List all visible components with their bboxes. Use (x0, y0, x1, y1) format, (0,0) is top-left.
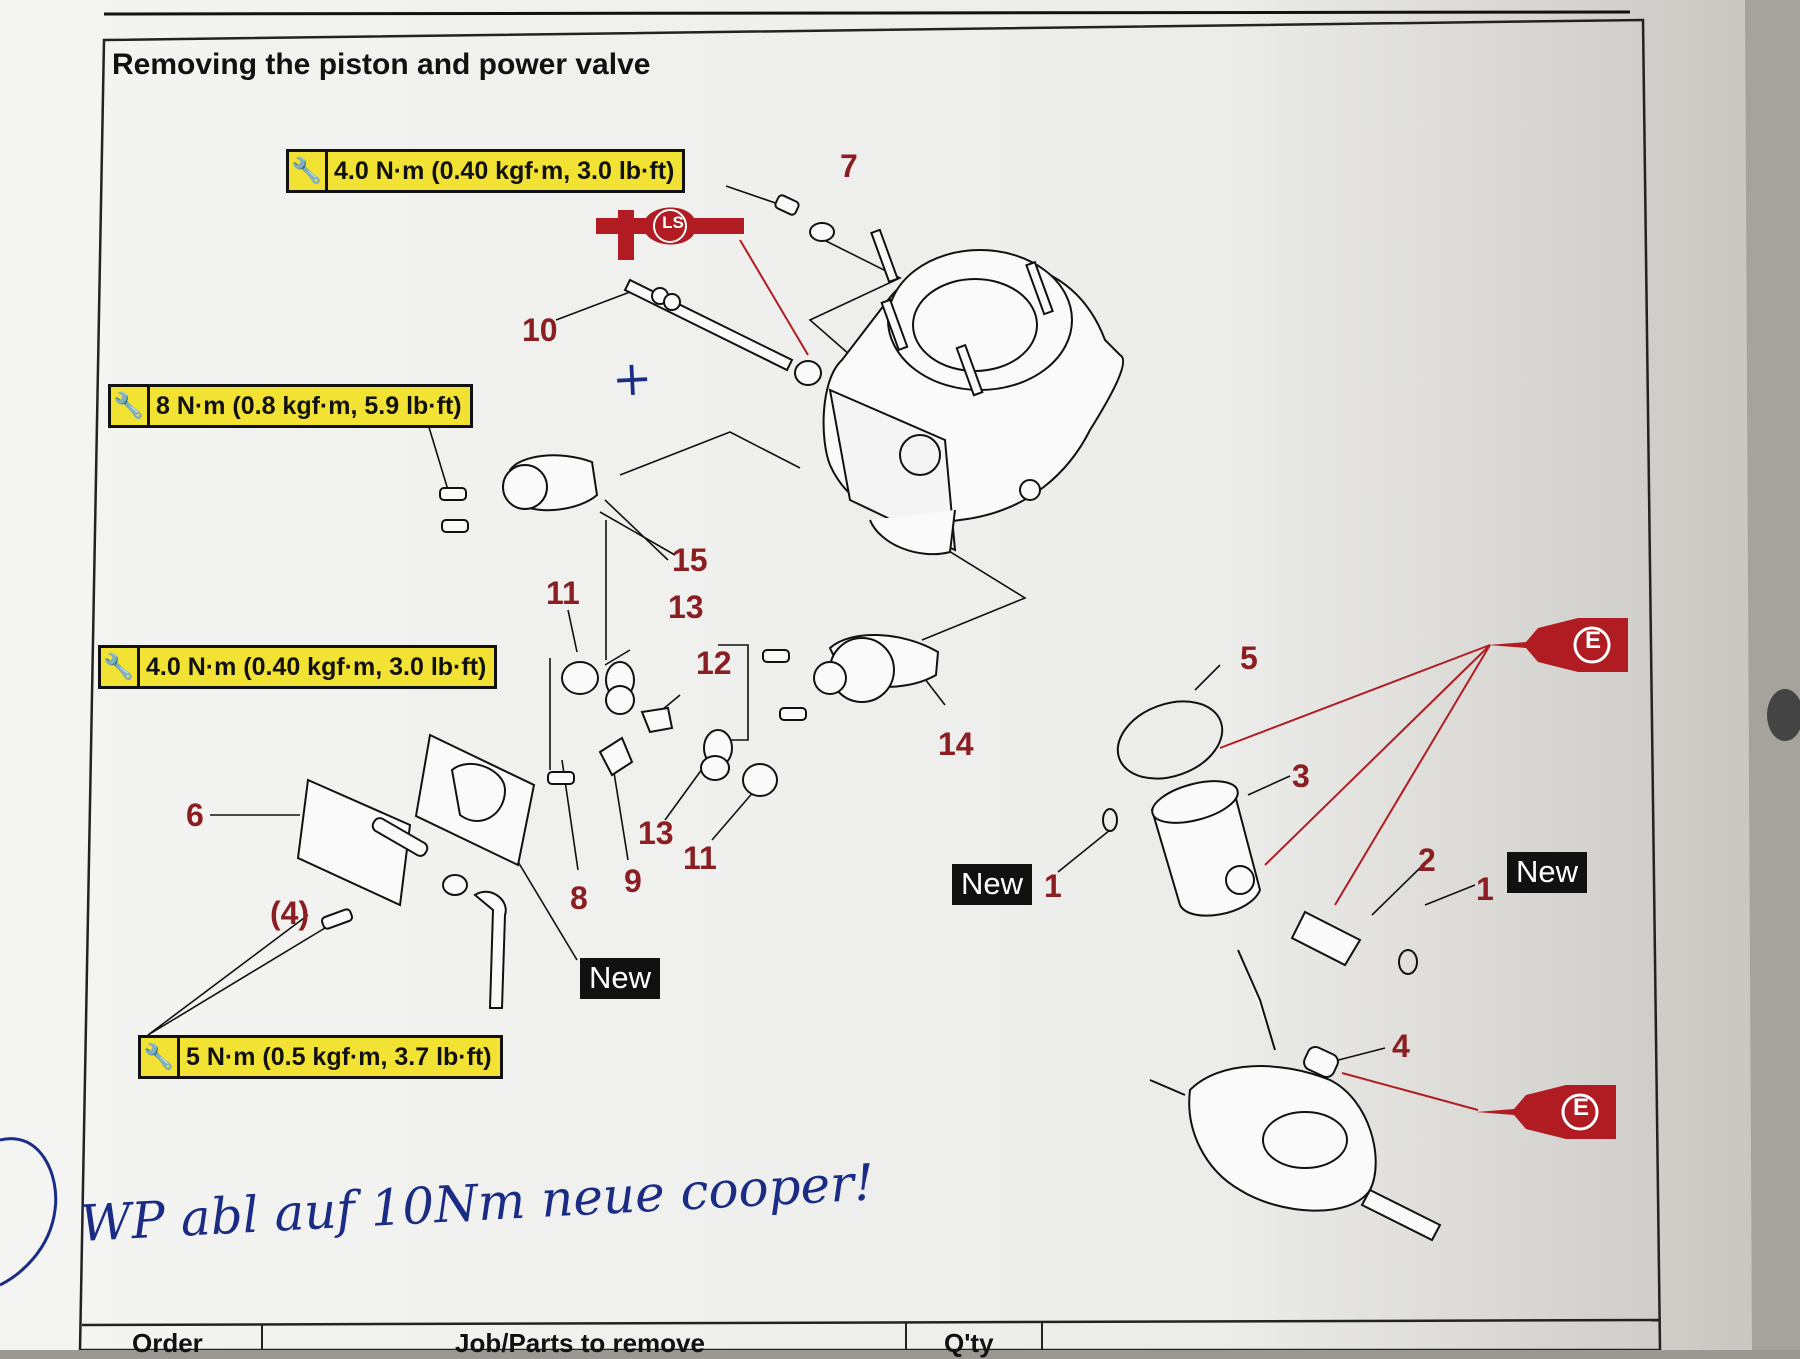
ink-circle (0, 1137, 58, 1287)
callout-13-upper: 13 (668, 589, 704, 625)
handwritten-mark: + (610, 349, 654, 408)
diagram-frame (78, 18, 1662, 1350)
small-parts (547, 661, 778, 797)
new-tag-gasket: New (580, 958, 661, 999)
table-header-order: Order (132, 1328, 203, 1358)
callout-8: 8 (570, 880, 588, 916)
e-symbol-text-upper: E (1584, 627, 1601, 654)
wrench-icon: 🔧 (111, 387, 150, 425)
callout-11-lower: 11 (683, 840, 717, 876)
wrench-icon: 🔧 (101, 648, 140, 686)
callout-11-upper: 11 (546, 575, 580, 611)
wrench-icon: 🔧 (141, 1038, 180, 1076)
cover-plate (296, 733, 536, 1009)
callout-7: 7 (840, 148, 858, 184)
callout-5: 5 (1240, 640, 1258, 676)
callout-4-paren: (4) (270, 895, 310, 931)
torque-spec-15: 🔧 8 N·m (0.8 kgf·m, 5.9 lb·ft) (108, 384, 473, 428)
callout-14: 14 (938, 726, 974, 762)
engine-oil-symbol-upper (1488, 618, 1628, 672)
binder-hole (1767, 689, 1800, 741)
new-tag-clip-right: New (1507, 852, 1588, 893)
power-valve-shaft (623, 278, 822, 386)
callout-1-left: 1 (1044, 868, 1062, 904)
callout-1-right: 1 (1476, 871, 1494, 907)
callout-9: 9 (624, 863, 642, 899)
callout-2: 2 (1418, 842, 1436, 878)
table-header-qty: Q'ty (944, 1328, 994, 1358)
torque-spec-8: 🔧 4.0 N·m (0.40 kgf·m, 3.0 lb·ft) (98, 645, 498, 689)
new-tag-clip-left: New (952, 864, 1033, 905)
top-rule (103, 10, 1631, 16)
e-symbol-text-lower: E (1572, 1094, 1589, 1121)
callout-10: 10 (522, 312, 558, 348)
callout-12: 12 (696, 645, 732, 681)
callout-3: 3 (1292, 758, 1310, 794)
bolt-7 (774, 194, 835, 242)
table-top-rule (81, 1318, 1661, 1327)
table-header-job: Job/Parts to remove (455, 1328, 705, 1358)
power-valve-housing (439, 454, 599, 533)
piston-assembly (1102, 700, 1442, 1242)
cylinder-drawing (822, 228, 1125, 556)
lube-leaders (739, 239, 1491, 1111)
torque-spec-4: 🔧 5 N·m (0.5 kgf·m, 3.7 lb·ft) (138, 1035, 503, 1079)
callout-13-lower: 13 (638, 815, 674, 851)
wrench-icon: 🔧 (289, 152, 328, 190)
ls-lubricant-symbol (596, 207, 744, 260)
callout-6: 6 (186, 797, 204, 833)
ls-symbol-text: LS (662, 213, 684, 232)
section-title: Removing the piston and power valve (112, 48, 651, 81)
engine-oil-symbol-lower (1476, 1085, 1616, 1139)
torque-spec-7: 🔧 4.0 N·m (0.40 kgf·m, 3.0 lb·ft) (286, 149, 686, 193)
callout-4: 4 (1392, 1028, 1410, 1064)
power-valve-housing-right (762, 633, 940, 721)
callout-15: 15 (672, 542, 708, 578)
